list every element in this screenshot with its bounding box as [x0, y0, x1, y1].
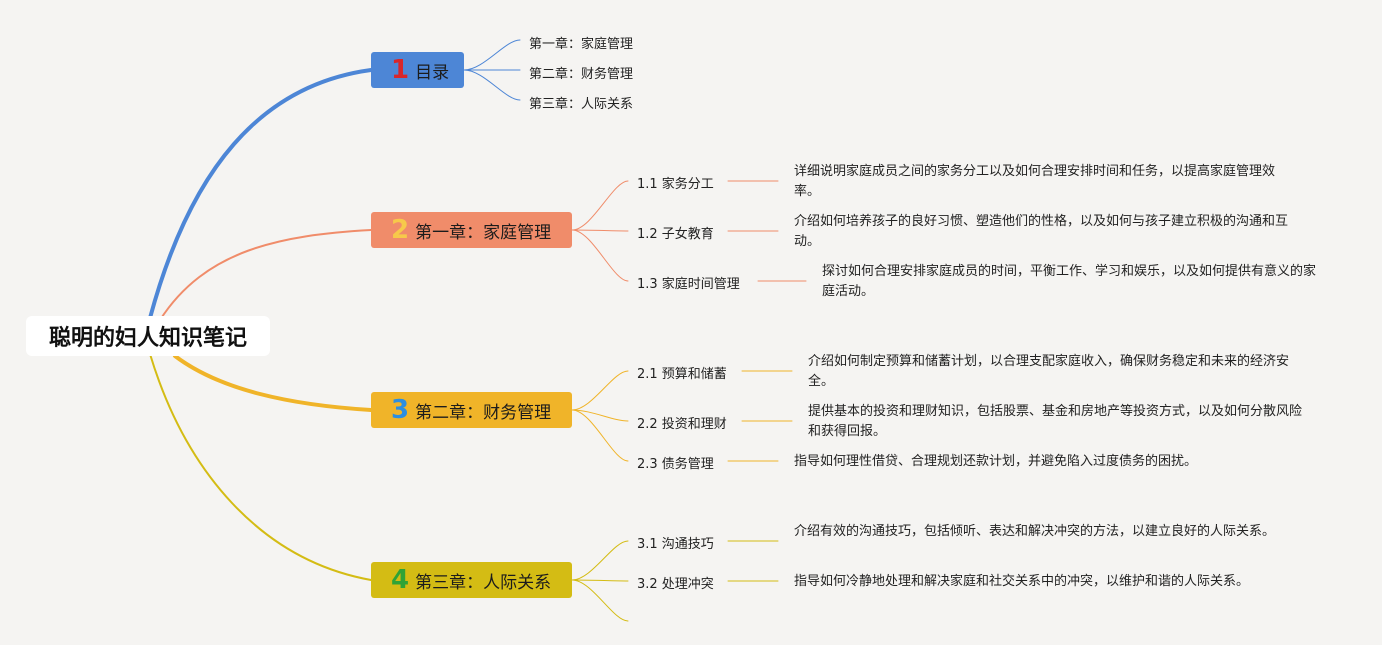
branch-number: 4	[391, 565, 410, 595]
ch2-fan-2	[571, 409, 629, 462]
topic-description: 指导如何冷静地处理和解决家庭和社交关系中的冲突，以维护和谐的人际关系。	[794, 574, 1250, 589]
branch-number: 1	[391, 55, 410, 85]
toc-item[interactable]: 第三章：人际关系	[529, 97, 634, 112]
toc-fan-0	[463, 39, 521, 71]
topic-label[interactable]: 3.1 沟通技巧	[637, 537, 714, 552]
topic-label[interactable]: 2.1 预算和储蓄	[637, 367, 727, 382]
topic-description: 探讨如何合理安排家庭成员的时间，平衡工作、学习和娱乐，以及如何提供有意义的家庭活…	[822, 264, 1317, 299]
topic-label[interactable]: 3.2 处理冲突	[637, 577, 714, 592]
branch-title: 第二章：财务管理	[415, 402, 552, 423]
branch-title: 第一章：家庭管理	[415, 222, 552, 243]
root-title: 聪明的妇人知识笔记	[48, 326, 247, 351]
root-node[interactable]: 聪明的妇人知识笔记	[26, 316, 270, 356]
branch-node-chapter-1[interactable]: 2 第一章：家庭管理	[371, 212, 572, 248]
toc-item[interactable]: 第二章：财务管理	[529, 67, 634, 82]
root-link-2	[159, 229, 372, 321]
branch-node-chapter-3[interactable]: 4 第三章：人际关系	[371, 562, 572, 598]
topic-description: 详细说明家庭成员之间的家务分工以及如何合理安排时间和任务，以提高家庭管理效率。	[794, 164, 1276, 199]
topic-label[interactable]: 1.3 家庭时间管理	[637, 277, 740, 292]
ch2-fan-0	[571, 370, 629, 411]
branch-node-chapter-2[interactable]: 3 第二章：财务管理	[371, 392, 572, 428]
topic-label[interactable]: 2.3 债务管理	[637, 457, 714, 472]
branch-number: 2	[391, 215, 410, 245]
ch3-fan-0	[571, 540, 629, 581]
ch3-fan-1	[571, 579, 629, 582]
topic-description: 提供基本的投资和理财知识，包括股票、基金和房地产等投资方式，以及如何分散风险和获…	[808, 404, 1303, 439]
toc-fan-2	[463, 69, 521, 101]
ch1-fan-1	[571, 229, 629, 232]
root-link-3	[173, 354, 373, 412]
topic-description: 介绍如何培养孩子的良好习惯、塑造他们的性格，以及如何与孩子建立积极的沟通和互动。	[794, 214, 1289, 249]
topic-description: 介绍如何制定预算和储蓄计划，以合理支配家庭收入，确保财务稳定和未来的经济安全。	[808, 354, 1290, 389]
topic-description: 指导如何理性借贷、合理规划还款计划，并避免陷入过度债务的困扰。	[794, 454, 1198, 469]
branch-title: 目录	[415, 62, 450, 83]
ch1-fan-0	[571, 180, 629, 231]
toc-item[interactable]: 第一章：家庭管理	[529, 37, 634, 52]
topic-label[interactable]: 1.2 子女教育	[637, 227, 714, 242]
root-link-1	[148, 68, 373, 320]
topic-label[interactable]: 1.1 家务分工	[637, 177, 714, 192]
topic-description: 介绍有效的沟通技巧，包括倾听、表达和解决冲突的方法，以建立良好的人际关系。	[794, 524, 1276, 539]
root-link-4	[149, 353, 372, 581]
ch3-fan-2	[571, 579, 629, 622]
ch2-fan-1	[571, 409, 629, 422]
ch1-fan-2	[571, 229, 629, 282]
topic-label[interactable]: 2.2 投资和理财	[637, 417, 727, 432]
branch-title: 第三章：人际关系	[415, 572, 552, 593]
branch-number: 3	[391, 395, 410, 425]
branch-node-toc[interactable]: 1 目录	[371, 52, 464, 88]
